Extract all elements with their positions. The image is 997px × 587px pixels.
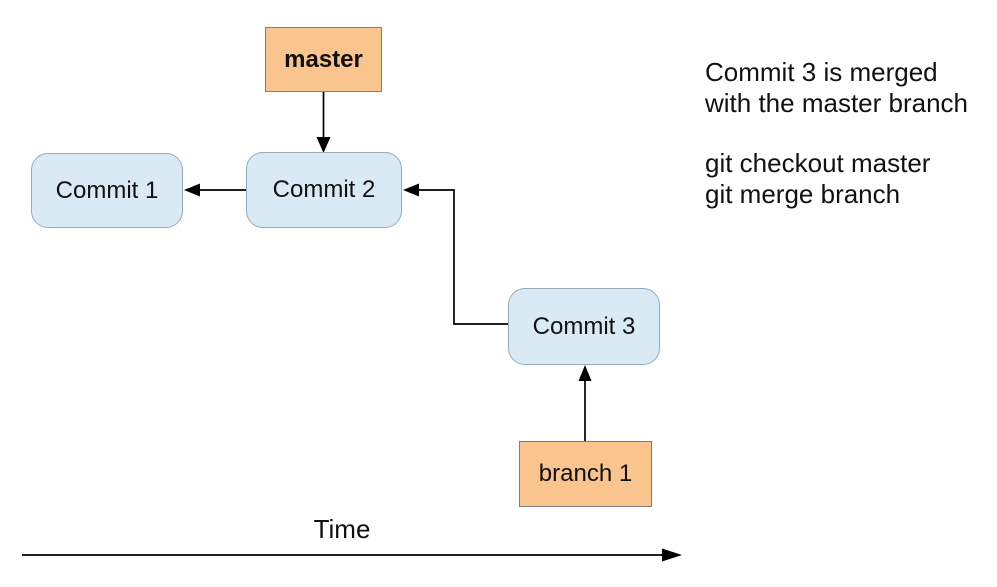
commit3-label: Commit 3: [532, 312, 636, 340]
arrow-commit3-to-commit2: [403, 183, 508, 325]
annotation-text-block: Commit 3 is merged with the master branc…: [705, 57, 990, 210]
annotation-line-3: git checkout master: [705, 148, 931, 178]
arrow-branch1-to-commit3: [578, 365, 592, 441]
annotation-spacer: [705, 119, 990, 148]
node-commit-2: Commit 2: [246, 152, 402, 228]
commit2-label: Commit 2: [272, 176, 376, 203]
annotation-line-1: Commit 3 is merged: [705, 57, 938, 87]
node-branch-1-label: branch 1: [519, 441, 652, 507]
annotation-line-2: with the master branch: [705, 88, 969, 118]
master-label: master: [284, 45, 363, 73]
arrow-master-to-commit2: [316, 92, 331, 153]
annotation-line-4: git merge branch: [705, 179, 901, 209]
commit1-label: Commit 1: [55, 176, 159, 204]
node-commit-1: Commit 1: [31, 153, 183, 228]
branch1-label: branch 1: [538, 460, 633, 487]
time-axis-arrow: [22, 548, 682, 562]
arrow-commit2-to-commit1: [184, 183, 246, 197]
node-commit-3: Commit 3: [508, 288, 660, 365]
time-axis-label: Time: [313, 514, 371, 544]
node-master-branch-label: master: [265, 27, 382, 92]
